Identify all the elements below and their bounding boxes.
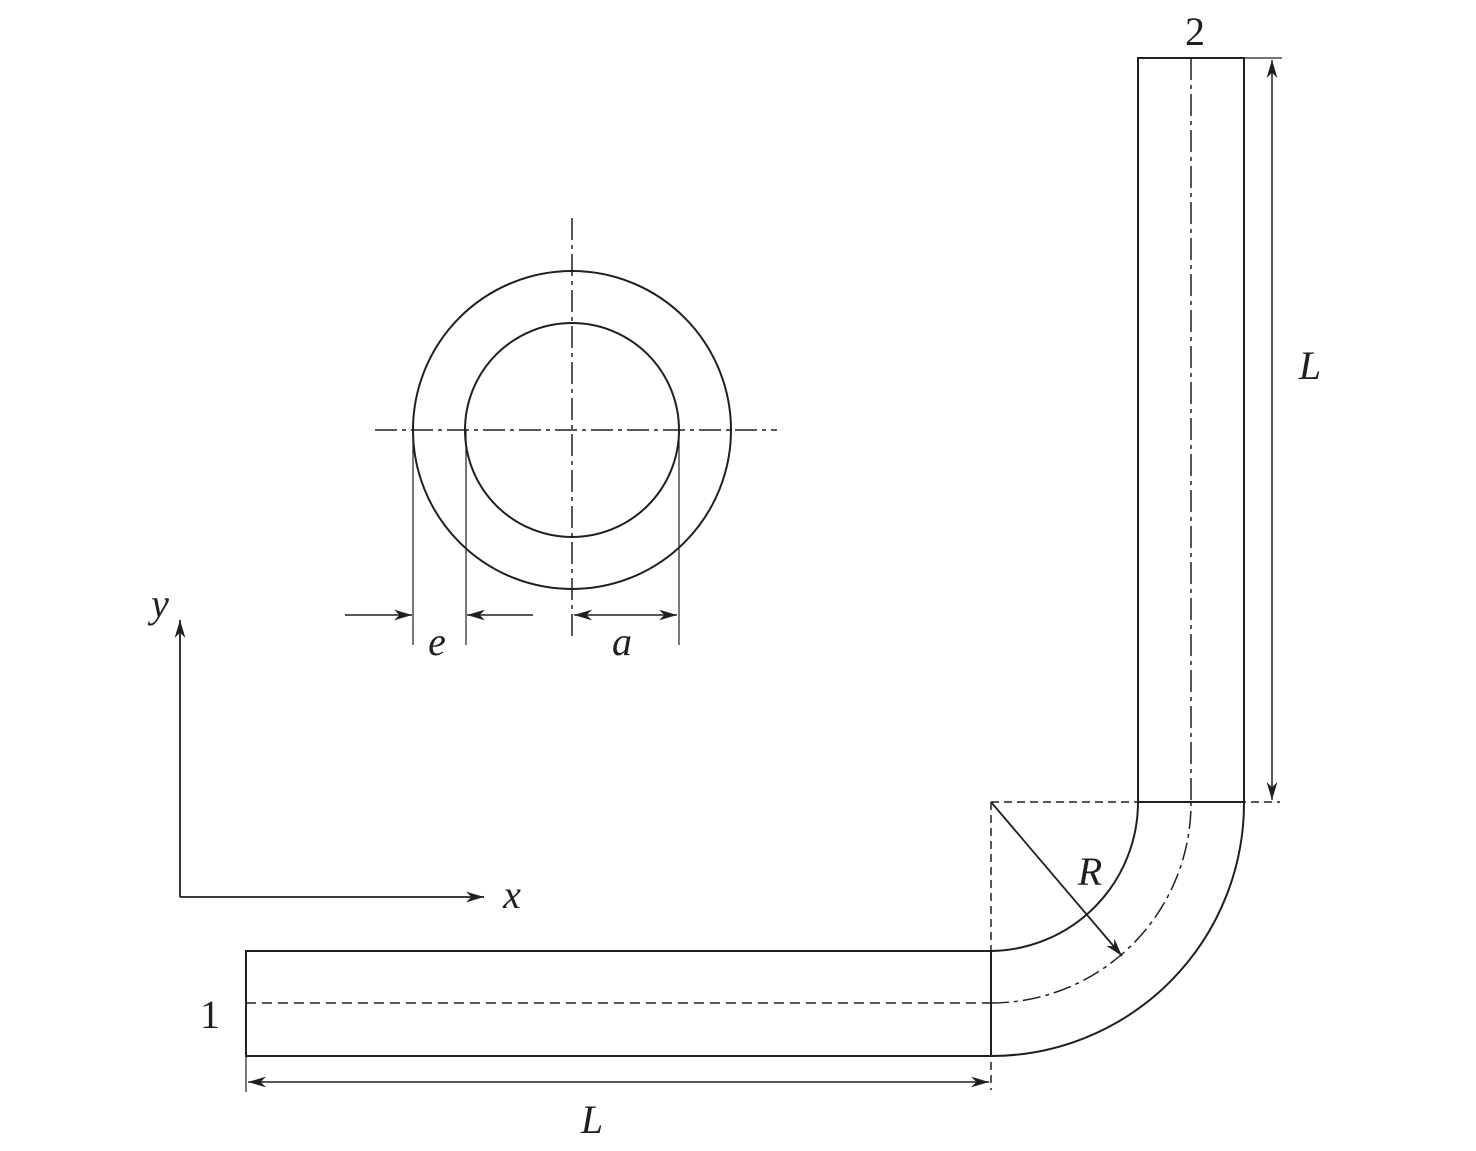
- end-2-label: 2: [1185, 9, 1205, 54]
- y-axis-label: y: [151, 581, 169, 626]
- x-axis-label: x: [503, 872, 521, 917]
- e-label: e: [428, 619, 446, 664]
- radius-label: R: [1077, 849, 1103, 894]
- radius-arrow: [990, 801, 1123, 957]
- bend-outer-wall: [990, 801, 1246, 1057]
- end-1-label: 1: [200, 992, 220, 1037]
- bend-centerline: [990, 801, 1192, 1004]
- a-label: a: [612, 619, 632, 664]
- bottom-length-label: L: [580, 1097, 604, 1142]
- right-length-label: L: [1298, 343, 1322, 388]
- bend-inner-wall: [990, 801, 1139, 952]
